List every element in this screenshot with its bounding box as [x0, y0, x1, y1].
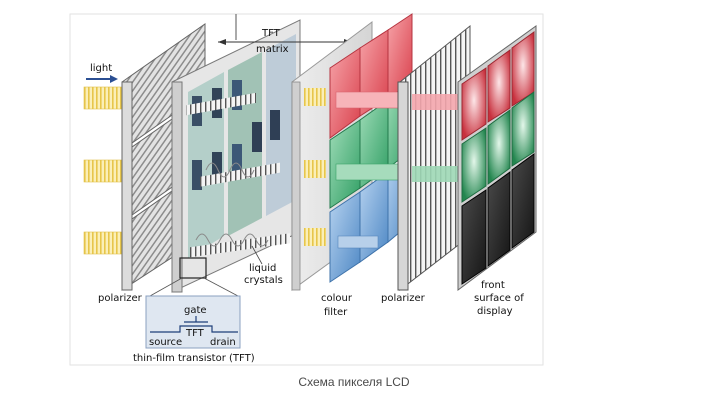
light-label: light: [90, 63, 112, 74]
front-surface-label-3: display: [477, 306, 513, 317]
liquid-crystals-pointer: [251, 245, 263, 265]
tft-matrix: [171, 14, 301, 293]
front-black-pixel: [461, 189, 487, 285]
front-surface-label-1: front: [481, 280, 505, 291]
right-polarizer: [397, 24, 471, 292]
light-arrow: [86, 75, 118, 83]
drain-label: drain: [210, 337, 236, 348]
tft-caption: thin-film transistor (TFT): [133, 353, 255, 364]
front-surface-label-2: surface of: [474, 293, 524, 304]
front-red-pixel: [461, 67, 487, 141]
liquid-crystals-label-2: crystals: [244, 275, 283, 286]
colour-filter-label-1: colour: [321, 293, 353, 304]
polarizer-right-label: polarizer: [381, 293, 426, 304]
tft-detail: [145, 257, 241, 349]
colour-filter-label-2: filter: [324, 307, 348, 318]
source-label: source: [149, 337, 182, 348]
polarizer-left-label: polarizer: [98, 293, 143, 304]
front-green-pixel: [461, 127, 487, 203]
tft-label: TFT: [185, 328, 205, 339]
figure-caption: Схема пикселя LCD: [298, 375, 410, 389]
tft-matrix-label-1: TFT: [261, 28, 281, 39]
front-display: [457, 25, 537, 291]
liquid-crystals-label-1: liquid: [249, 263, 276, 274]
gate-label: gate: [184, 305, 207, 316]
tft-matrix-label-2: matrix: [256, 44, 289, 55]
